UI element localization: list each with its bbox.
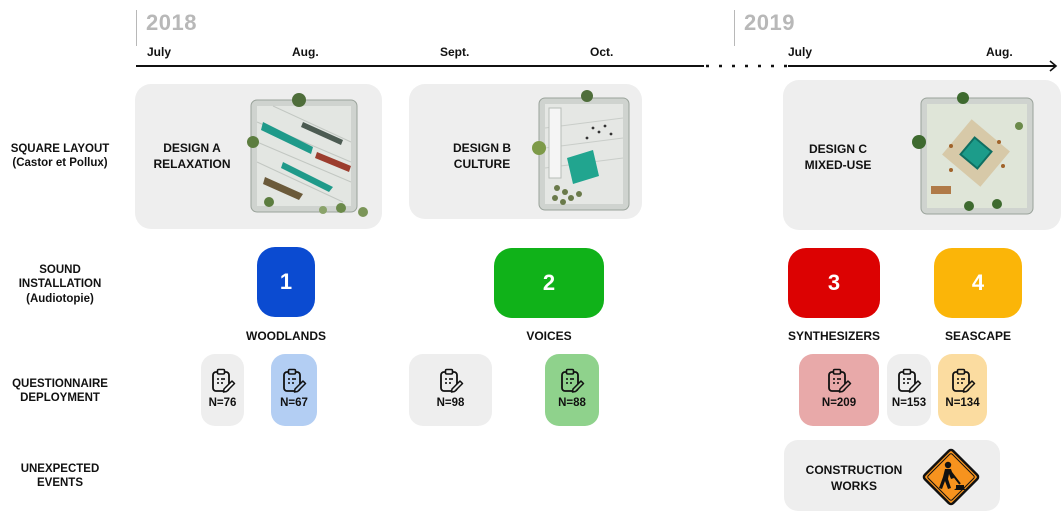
row-label-square-layout: SQUARE LAYOUT (Castor et Pollux) — [10, 143, 110, 170]
clipboard-edit-icon — [561, 368, 585, 393]
row-label-sound-installation: SOUND INSTALLATION (Audiotopie) — [18, 264, 102, 305]
design-b-label: DESIGN B CULTURE — [452, 141, 511, 171]
sound-installation-2-name: VOICES — [526, 329, 572, 343]
month-aug-2018: Aug. — [292, 45, 319, 59]
clipboard-edit-icon — [951, 368, 975, 393]
questionnaire-card: N=209 — [799, 354, 879, 426]
questionnaire-card: N=98 — [409, 354, 492, 426]
construction-works-panel: CONSTRUCTION WORKS — [784, 440, 1000, 511]
sound-installation-1: 1 — [257, 247, 315, 317]
questionnaire-count: N=88 — [558, 397, 586, 409]
design-a-map-image — [243, 92, 378, 220]
sound-installation-4: 4 — [934, 248, 1022, 318]
questionnaire-count: N=76 — [208, 397, 237, 409]
year-2018: 2018 — [146, 10, 197, 35]
design-c-label: DESIGN C MIXED-USE — [804, 142, 872, 172]
construction-sign-icon — [922, 448, 980, 506]
clipboard-edit-icon — [898, 368, 922, 393]
year-2019: 2019 — [744, 10, 795, 35]
questionnaire-count: N=134 — [945, 397, 980, 409]
month-sept-2018: Sept. — [440, 45, 470, 59]
questionnaire-card: N=67 — [271, 354, 317, 426]
questionnaire-card: N=134 — [938, 354, 987, 426]
questionnaire-count: N=153 — [891, 397, 927, 409]
design-c-map-image — [911, 86, 1041, 222]
clipboard-edit-icon — [211, 368, 235, 393]
questionnaire-card: N=153 — [887, 354, 931, 426]
questionnaire-card: N=88 — [545, 354, 599, 426]
design-b-panel: DESIGN B CULTURE — [409, 84, 642, 219]
design-a-label: DESIGN A RELAXATION — [153, 141, 231, 171]
row-label-unexpected-events: UNEXPECTED EVENTS — [20, 463, 100, 490]
sound-installation-1-name: WOODLANDS — [246, 329, 326, 343]
clipboard-edit-icon — [439, 368, 463, 393]
clipboard-edit-icon — [283, 368, 307, 393]
year-divider-2018 — [136, 10, 137, 46]
sound-installation-4-name: SEASCAPE — [944, 329, 1012, 343]
design-a-panel: DESIGN A RELAXATION — [135, 84, 382, 229]
sound-installation-2: 2 — [494, 248, 604, 318]
month-july-2018: July — [147, 45, 172, 59]
design-c-panel: DESIGN C MIXED-USE — [783, 80, 1061, 230]
month-aug-2019: Aug. — [986, 45, 1013, 59]
questionnaire-card: N=76 — [201, 354, 244, 426]
month-oct-2018: Oct. — [590, 45, 614, 59]
clipboard-edit-icon — [828, 368, 852, 393]
questionnaire-count: N=209 — [821, 397, 857, 409]
questionnaire-count: N=98 — [436, 397, 465, 409]
timeline-axis — [136, 60, 1058, 72]
year-divider-2019 — [734, 10, 735, 46]
sound-installation-3-name: SYNTHESIZERS — [787, 329, 880, 343]
sound-installation-3: 3 — [788, 248, 880, 318]
row-label-questionnaire: QUESTIONNAIRE DEPLOYMENT — [12, 378, 108, 405]
construction-works-label: CONSTRUCTION WORKS — [805, 463, 903, 493]
questionnaire-count: N=67 — [280, 397, 308, 409]
month-july-2019: July — [788, 45, 813, 59]
design-b-map-image — [527, 88, 639, 216]
